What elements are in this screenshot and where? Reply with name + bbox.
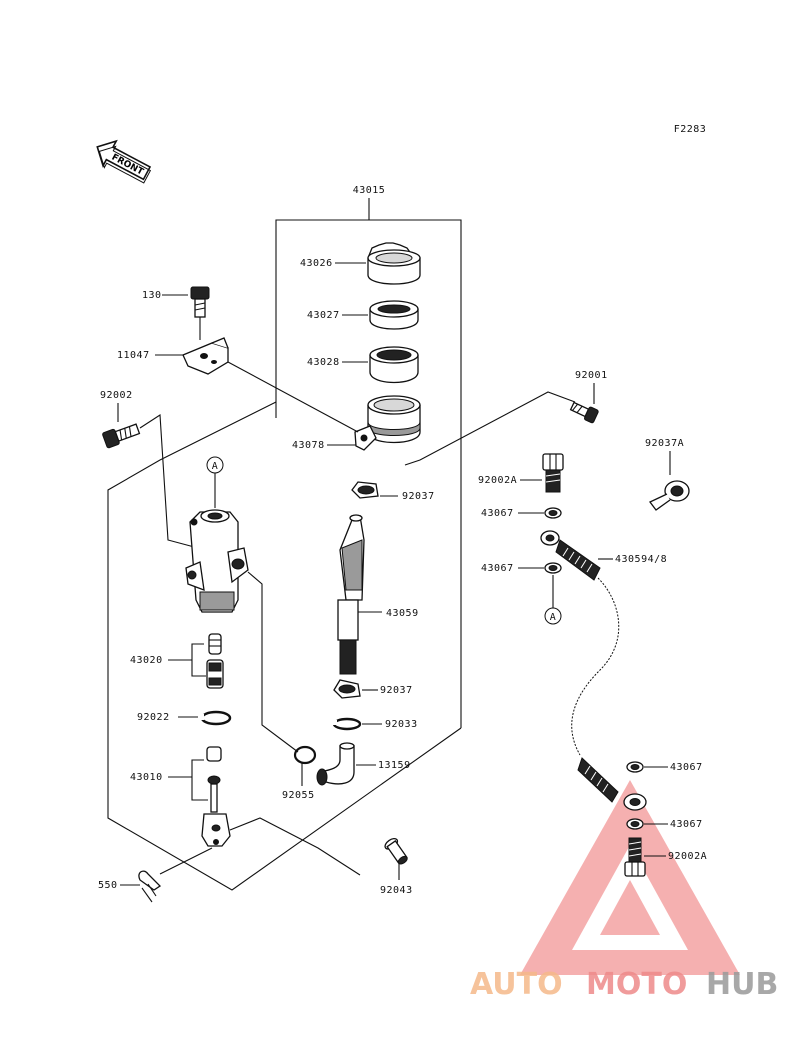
callout-43028: 43028 (307, 357, 340, 368)
washer-43067-1 (544, 507, 562, 519)
fluid-reservoir (354, 395, 421, 451)
watermark-logo (520, 780, 740, 975)
bolt-92001 (569, 401, 599, 424)
callout-43027: 43027 (307, 310, 340, 321)
washer-43067-3 (626, 761, 644, 773)
callout-43059: 43059 (386, 608, 419, 619)
marker-a-bottom: A (550, 612, 557, 623)
master-cylinder-body (185, 509, 249, 613)
callout-43015: 43015 (353, 185, 386, 196)
callout-92055: 92055 (282, 790, 315, 801)
reservoir-cap (367, 242, 421, 285)
callout-43067-2: 43067 (481, 563, 514, 574)
callout-92037-top: 92037 (402, 491, 435, 502)
cotter-pin-550 (138, 870, 162, 903)
hose-43059 (337, 514, 365, 675)
push-rod-43010 (201, 746, 231, 847)
washer-43067-2 (544, 562, 562, 574)
marker-a-top: A (212, 461, 219, 472)
callout-43067-4: 43067 (670, 819, 703, 830)
reservoir-diaphragm (369, 346, 419, 384)
figure-code: F2283 (674, 124, 707, 135)
callout-92002a-top: 92002A (478, 475, 517, 486)
callout-43026: 43026 (300, 258, 333, 269)
callout-92022: 92022 (137, 712, 170, 723)
callout-43067-1: 43067 (481, 508, 514, 519)
clamp-92037-top (351, 481, 379, 499)
bolt-92002 (102, 423, 141, 449)
callout-43067-3: 43067 (670, 762, 703, 773)
callout-92002: 92002 (100, 390, 133, 401)
callout-92002a-bottom: 92002A (668, 851, 707, 862)
callout-43010: 43010 (130, 772, 163, 783)
reservoir-plate (369, 300, 419, 330)
watermark-part2: MOTO (586, 967, 687, 1002)
callout-92001: 92001 (575, 370, 608, 381)
callout-92037-bot: 92037 (380, 685, 413, 696)
callout-92043: 92043 (380, 885, 413, 896)
watermark-text: AUTO MOTO HUB (470, 967, 778, 1002)
watermark-part1: AUTO (470, 967, 563, 1002)
front-arrow-icon: FRONT (96, 139, 152, 184)
callout-43020: 43020 (130, 655, 163, 666)
banjo-bolt-92002a-bottom (624, 837, 646, 877)
callout-550: 550 (98, 880, 118, 891)
elbow-13159 (316, 742, 355, 786)
callout-13159: 13159 (378, 760, 411, 771)
callout-92037a: 92037A (645, 438, 684, 449)
callout-11047: 11047 (117, 350, 150, 361)
circlip-92033 (332, 717, 362, 731)
circlip-92022 (198, 710, 232, 726)
clamp-92037-bottom (333, 679, 361, 699)
piston-43020 (206, 633, 224, 689)
pin-92043 (384, 837, 408, 865)
banjo-bolt-92002a-top (542, 453, 564, 493)
callout-130: 130 (142, 290, 162, 301)
callout-43078: 43078 (292, 440, 325, 451)
oring-92055 (293, 745, 317, 765)
washer-43067-4 (626, 818, 644, 830)
callout-92033: 92033 (385, 719, 418, 730)
callout-430594: 430594/8 (615, 554, 667, 565)
clamp-92037a (649, 480, 690, 511)
brake-hose-430594 (540, 530, 647, 811)
bracket-11047 (182, 337, 229, 375)
watermark-part3: HUB (706, 967, 778, 1002)
bolt-130 (190, 286, 210, 318)
